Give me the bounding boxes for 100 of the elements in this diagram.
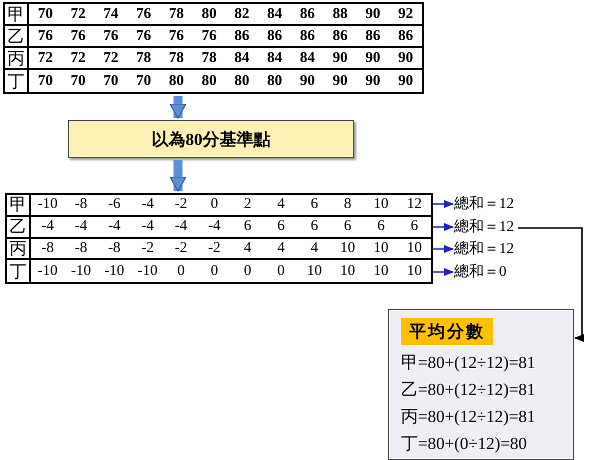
table-cell: 0 (198, 195, 231, 217)
table-cell: 76 (192, 26, 226, 48)
table-cell: 90 (389, 48, 422, 70)
row-header: 丙 (5, 48, 29, 70)
table-cell: 84 (258, 4, 291, 26)
table-cell: 86 (258, 26, 291, 48)
table-cell: 72 (62, 48, 94, 70)
table-cell-text: 80 (266, 72, 284, 90)
table-cell: 8 (330, 195, 364, 217)
table-cell: 2 (230, 195, 264, 217)
table-cell: 90 (324, 48, 356, 70)
row-header: 丙 (7, 238, 31, 260)
table-cell-text: 80 (233, 72, 250, 90)
table-cell: 72 (62, 4, 94, 26)
table-cell: 84 (226, 48, 258, 70)
table-cell: 86 (291, 4, 324, 26)
table-cell: 78 (160, 48, 193, 70)
table-cell-text: -10 (136, 262, 159, 281)
table-cell: 86 (226, 26, 258, 48)
table-cell: -8 (64, 238, 98, 260)
table-cell: 72 (29, 48, 62, 70)
row-header: 甲 (5, 4, 29, 26)
table-cell: -2 (164, 238, 198, 260)
table-cell-text: 70 (70, 72, 87, 90)
table-cell: 6 (364, 216, 398, 238)
table-cell-text: 80 (200, 72, 218, 90)
table-cell: 4 (298, 238, 331, 260)
table-cell: 80 (192, 4, 226, 26)
arrow (433, 223, 454, 231)
table-cell-text: 90 (364, 72, 382, 90)
table-cell-text: 0 (242, 262, 252, 281)
table-cell: 6 (398, 216, 431, 238)
table-cell: 76 (29, 26, 62, 48)
table-cell: -8 (64, 195, 98, 217)
table-cell-text: 80 (168, 72, 185, 90)
table-cell-text: 10 (406, 262, 423, 281)
table-cell: -4 (130, 216, 164, 238)
arrow (518, 227, 584, 342)
arrow (433, 200, 454, 208)
sum-text: 總和＝12 (454, 217, 514, 237)
table-cell-text: 90 (397, 72, 414, 90)
table-cell: -8 (98, 238, 131, 260)
formula-text: 丙=80+(12÷12)=81 (401, 406, 536, 428)
table-cell: 76 (62, 26, 94, 48)
block-arrow (170, 160, 186, 192)
table-cell: 76 (160, 26, 193, 48)
table-cell: 76 (127, 26, 160, 48)
block-arrow (170, 96, 186, 118)
table-cell: -2 (198, 238, 231, 260)
table-cell-text: 70 (135, 72, 152, 90)
sum-text: 總和＝0 (454, 262, 506, 282)
table-cell-text: 0 (210, 262, 220, 281)
table-cell: -4 (31, 216, 64, 238)
table-cell-text: 0 (176, 262, 186, 281)
table-cell: -4 (64, 216, 98, 238)
sum-text: 總和＝12 (454, 239, 514, 259)
table-cell: 6 (330, 216, 364, 238)
table-cell: 10 (364, 238, 398, 260)
table-cell: 84 (258, 48, 291, 70)
data-table (3, 2, 424, 94)
table-cell: 86 (356, 26, 390, 48)
table-cell: 6 (298, 216, 331, 238)
table-cell: 70 (29, 4, 62, 26)
table-cell: 12 (398, 195, 431, 217)
row-header: 丁 (5, 70, 29, 92)
process-box: 以為80分基準點 (68, 120, 354, 158)
table-cell: 86 (291, 26, 324, 48)
table-cell-text: 90 (332, 72, 349, 90)
table-cell-text: 10 (306, 262, 323, 281)
table-cell: -2 (164, 195, 198, 217)
table-cell: 88 (324, 4, 356, 26)
table-cell: 78 (192, 48, 226, 70)
table-cell: 78 (127, 48, 160, 70)
table-cell: 84 (291, 48, 324, 70)
table-cell: 4 (230, 238, 264, 260)
row-header: 乙 (5, 26, 29, 48)
row-header: 甲 (7, 195, 31, 217)
table-cell: 76 (94, 26, 128, 48)
table-cell: 10 (364, 195, 398, 217)
table-cell: -4 (164, 216, 198, 238)
arrow (433, 268, 454, 276)
table-cell: 92 (389, 4, 422, 26)
table-cell: 82 (226, 4, 258, 26)
table-cell: 6 (298, 195, 331, 217)
table-cell: 90 (356, 4, 390, 26)
table-cell: 72 (94, 48, 128, 70)
formula-text: 乙=80+(12÷12)=81 (401, 379, 536, 401)
table-cell: 74 (94, 4, 128, 26)
row-header: 乙 (7, 216, 31, 238)
table-cell: -4 (98, 216, 131, 238)
formula-text: 丁=80+(0÷12)=80 (401, 433, 527, 455)
table-cell-text: 70 (36, 72, 54, 90)
table-cell: 4 (264, 238, 298, 260)
table-cell-text: 70 (102, 72, 120, 90)
table-cell: 76 (127, 4, 160, 26)
table-cell-text: 10 (372, 262, 390, 281)
table-cell-text: 0 (276, 262, 286, 281)
table-cell-text: -10 (103, 262, 126, 281)
data-table (5, 193, 433, 284)
formula-text: 甲=80+(12÷12)=81 (401, 352, 536, 374)
